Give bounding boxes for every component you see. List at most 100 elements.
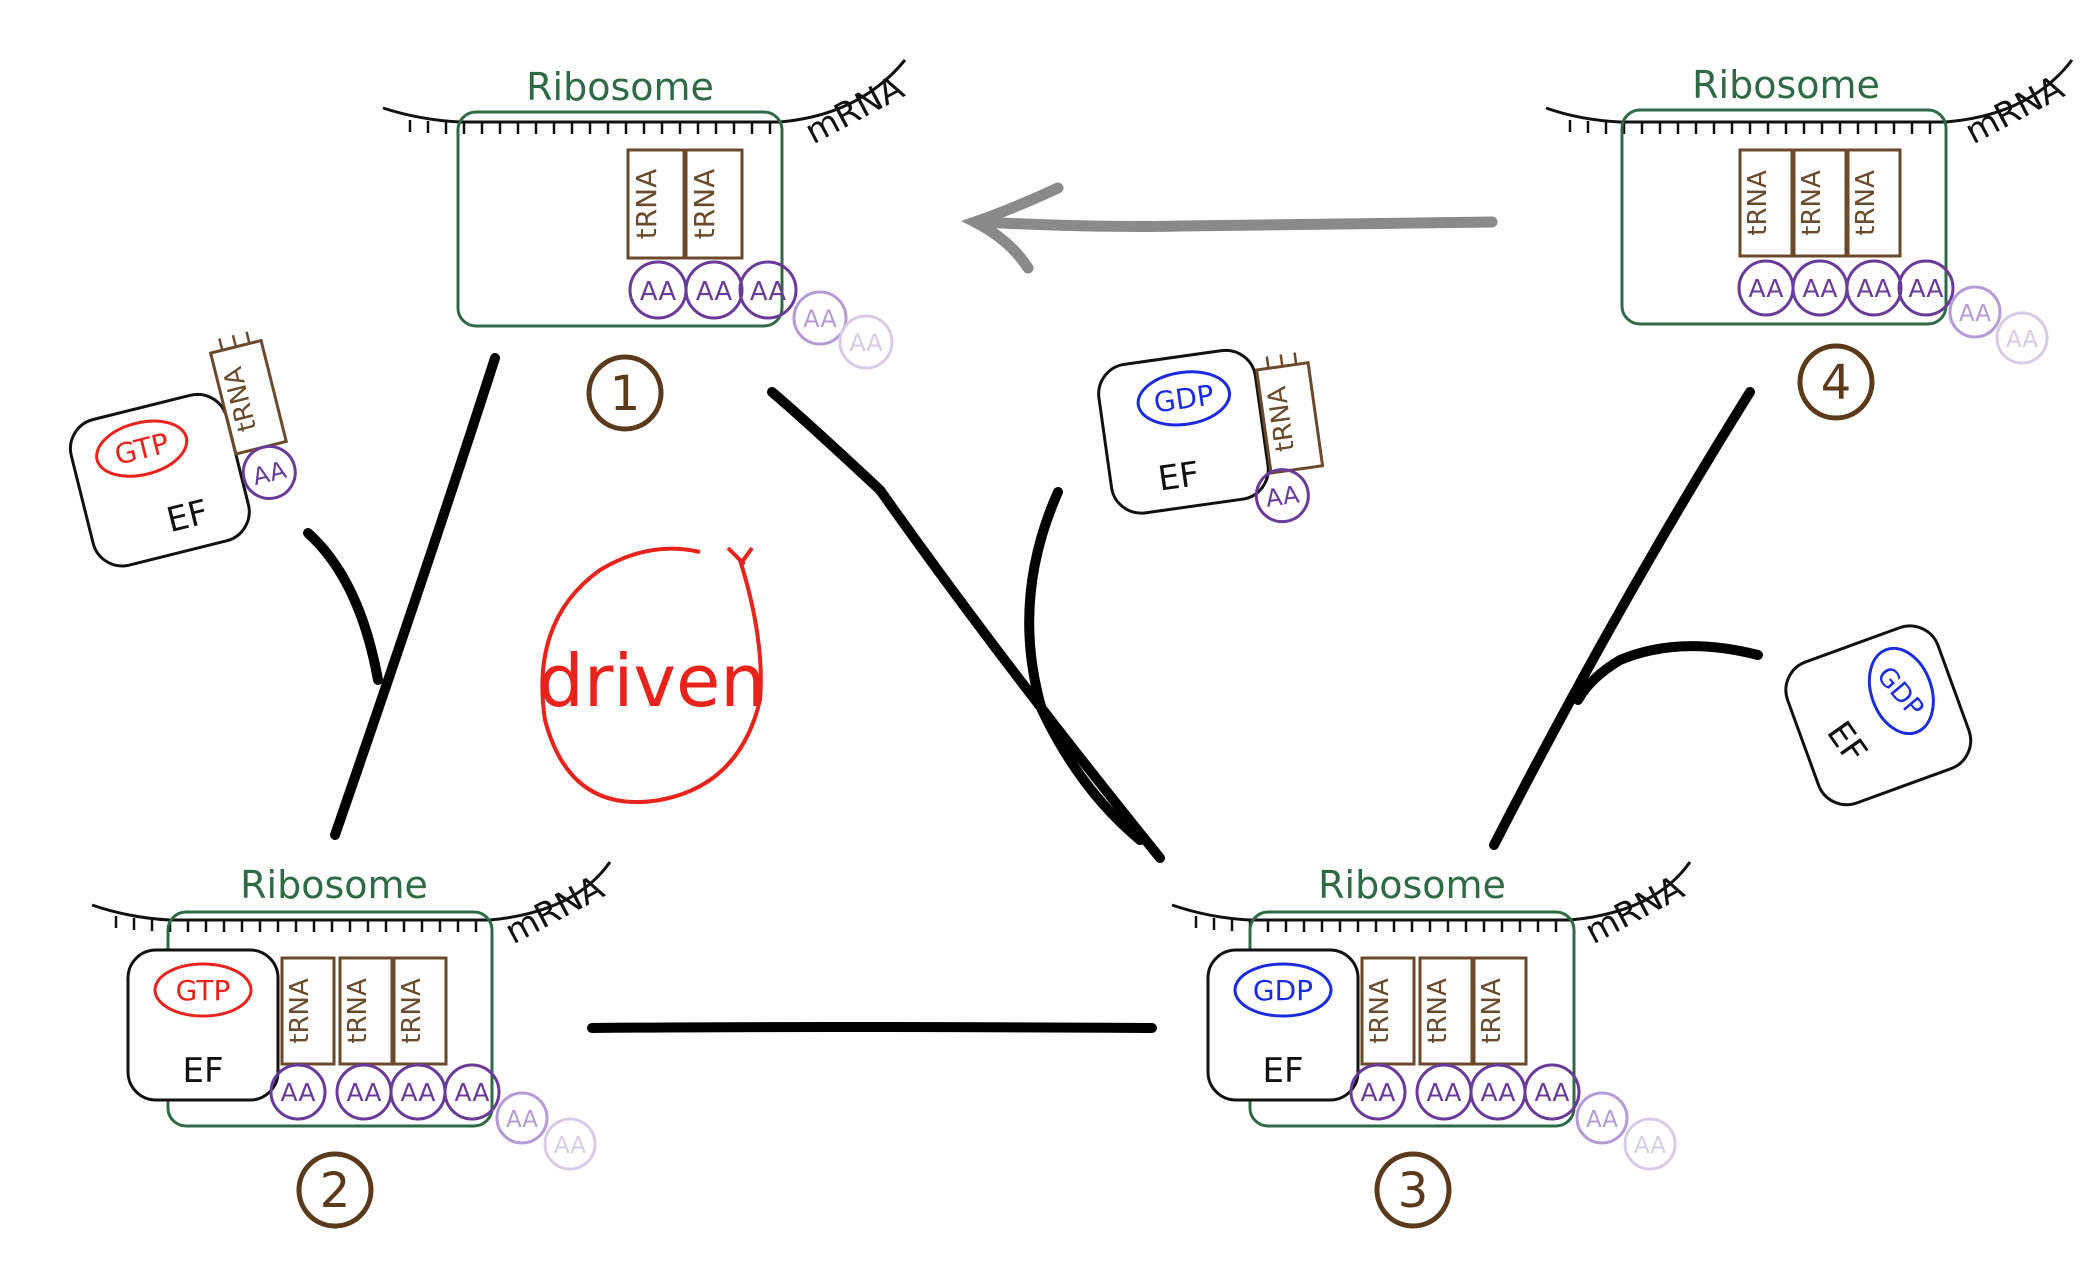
driven-cycle-annotation: driven	[538, 546, 766, 805]
svg-text:tRNA: tRNA	[630, 169, 663, 240]
svg-text:AA: AA	[554, 1133, 586, 1159]
trna: tRNA	[1472, 956, 1528, 1066]
mrna-strand	[1545, 59, 2074, 124]
trna: tRNA	[1418, 956, 1474, 1066]
elongation-factor-gdp: GDP EF	[1206, 948, 1360, 1102]
trna: tRNA	[280, 956, 336, 1066]
ribosome-label: Ribosome	[1692, 63, 1880, 107]
svg-text:4: 4	[1821, 355, 1852, 411]
svg-text:AA: AA	[1361, 1078, 1396, 1107]
trna: tRNA	[626, 148, 686, 260]
trna: tRNA	[1792, 148, 1848, 258]
ef-box	[1784, 624, 1973, 807]
amino-acid-chain: AA AA AA AA AA AA	[269, 1063, 597, 1171]
svg-text:AA: AA	[281, 1078, 316, 1107]
svg-text:AA: AA	[696, 277, 733, 307]
amino-acid-chain: AA AA AA AA AA	[628, 260, 894, 370]
step-3-ribosome-complex: mRNA Ribosome GDP EF tRNA tRNA tRNA AA A…	[1171, 861, 1692, 1229]
svg-text:AA: AA	[506, 1107, 538, 1133]
ef-box	[1206, 948, 1360, 1102]
ef-label: EF	[163, 492, 213, 541]
mrna-strand	[382, 59, 907, 124]
released-ef-gdp-trna-complex: GDP EF tRNA AA	[1097, 348, 1325, 524]
svg-text:AA: AA	[250, 456, 290, 491]
svg-text:1: 1	[610, 366, 641, 422]
line-ef-gdp-trna-leaves	[1024, 487, 1145, 845]
mrna-label: mRNA	[1579, 868, 1691, 953]
trna: tRNA	[1738, 148, 1794, 258]
svg-text:AA: AA	[455, 1078, 490, 1107]
mrna-label: mRNA	[799, 68, 911, 153]
ef-box	[68, 392, 251, 568]
gdp-oval	[1867, 646, 1935, 736]
trna-group: tRNA tRNA	[626, 148, 744, 260]
ef-label: EF	[1262, 1051, 1303, 1091]
mrna-codon-ticks	[1568, 120, 1932, 134]
amino-acid: AA	[269, 1063, 327, 1121]
amino-acid: AA	[738, 260, 798, 320]
svg-text:AA: AA	[1857, 274, 1892, 303]
gdp-label: GDP	[1253, 974, 1313, 1007]
incoming-ef-gtp-trna-complex: GTP EF tRNA AA	[68, 331, 297, 568]
driven-cycle-arrowhead	[726, 546, 754, 566]
amino-acid: AA	[389, 1063, 447, 1121]
svg-text:tRNA: tRNA	[1365, 978, 1395, 1044]
svg-text:AA: AA	[401, 1078, 436, 1107]
svg-text:AA: AA	[849, 329, 883, 357]
line-ef-gdp-leaves	[1573, 641, 1763, 705]
svg-text:AA: AA	[1634, 1133, 1666, 1159]
ef-box	[126, 948, 280, 1102]
svg-text:AA: AA	[1535, 1078, 1570, 1107]
mrna-label: mRNA	[499, 868, 611, 953]
amino-acid: AA	[684, 260, 744, 320]
svg-text:tRNA: tRNA	[1851, 170, 1881, 236]
ribosome-label: Ribosome	[240, 863, 428, 907]
svg-text:AA: AA	[1264, 480, 1302, 512]
line-step3-to-step1	[767, 387, 1165, 863]
step-number-3: 3	[1374, 1151, 1452, 1229]
amino-acid-faded: AA	[543, 1117, 597, 1171]
svg-text:AA: AA	[1749, 274, 1784, 303]
svg-text:3: 3	[1398, 1163, 1429, 1219]
trna-group: tRNA tRNA tRNA	[280, 956, 448, 1066]
trna: tRNA	[1360, 956, 1416, 1066]
pathway-lines	[303, 353, 1763, 1033]
ef-label: EF	[182, 1051, 223, 1091]
released-ef-gdp: GDP EF	[1784, 624, 1973, 807]
amino-acid: AA	[1845, 259, 1903, 317]
svg-text:AA: AA	[803, 305, 837, 333]
svg-text:AA: AA	[347, 1078, 382, 1107]
amino-acid-faded: AA	[792, 290, 848, 346]
step-2-ribosome-complex: mRNA Ribosome GTP EF tRNA tRNA tRNA AA A…	[91, 861, 612, 1229]
trna-group: tRNA tRNA tRNA	[1738, 148, 1902, 258]
amino-acid-faded: AA	[1948, 285, 2002, 339]
step-4-ribosome-complex: mRNA Ribosome tRNA tRNA tRNA AA AA AA AA…	[1545, 59, 2074, 421]
amino-acid: AA	[1737, 259, 1795, 317]
trna: tRNA	[338, 956, 394, 1066]
svg-text:tRNA: tRNA	[1477, 978, 1507, 1044]
mrna-label: mRNA	[1959, 68, 2071, 153]
amino-acid: AA	[1415, 1063, 1473, 1121]
gdp-oval	[1136, 370, 1232, 427]
amino-acid-chain: AA AA AA AA AA AA	[1737, 259, 2049, 365]
amino-acid: AA	[443, 1063, 501, 1121]
svg-text:AA: AA	[640, 277, 677, 307]
svg-text:AA: AA	[2006, 327, 2038, 353]
step-number-2: 2	[296, 1151, 374, 1229]
svg-text:2: 2	[320, 1163, 351, 1219]
arrow-head	[961, 182, 1064, 274]
elongation-factor-gtp: GTP EF	[126, 948, 280, 1102]
mrna-codon-ticks	[408, 120, 772, 134]
amino-acid-faded: AA	[1995, 311, 2049, 365]
amino-acid-faded: AA	[495, 1091, 549, 1145]
gtp-oval	[153, 962, 253, 1018]
svg-text:tRNA: tRNA	[688, 169, 721, 240]
return-arrow-step4-to-step1	[961, 182, 1498, 274]
svg-text:AA: AA	[1803, 274, 1838, 303]
gdp-oval	[1233, 962, 1333, 1018]
svg-text:AA: AA	[1959, 301, 1991, 327]
step-1-ribosome-complex: mRNA Ribosome tRNA tRNA AA AA AA AA AA 1	[382, 59, 911, 432]
amino-acid-chain: AA AA AA AA AA AA	[1349, 1063, 1677, 1171]
ribosome-outline	[456, 110, 784, 328]
